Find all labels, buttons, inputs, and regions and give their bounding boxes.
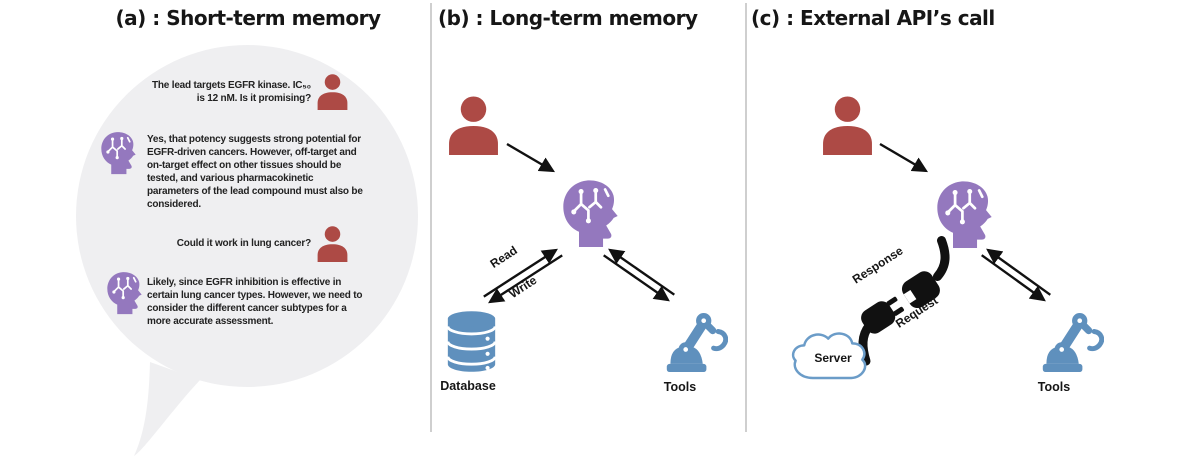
cloud-server-icon: [786, 322, 882, 384]
request-edge-label: Request: [893, 293, 941, 331]
agent-brain-icon: [935, 180, 994, 249]
response-edge-label: Response: [849, 243, 906, 287]
read-edge-label: Read: [487, 243, 520, 271]
panel-b-title: (b) : Long-term memory: [438, 6, 698, 30]
tools-label: Tools: [1037, 380, 1071, 394]
agent-brain-icon: [561, 179, 620, 248]
user-icon: [821, 95, 874, 156]
robot-arm-icon: [1032, 308, 1104, 373]
speech-bubble: [76, 45, 418, 456]
user-icon: [316, 226, 349, 262]
chat-message-agent-1: Yes, that potency suggests strong potent…: [147, 134, 363, 210]
user-icon: [316, 74, 349, 110]
agent-brain-icon: [100, 131, 137, 175]
chat-message-user-1: The lead targets EGFR kinase. IC₅₀ is 12…: [151, 80, 311, 104]
tools-label: Tools: [663, 380, 697, 394]
panel-divider: [745, 3, 747, 432]
database-icon: [445, 309, 498, 374]
chat-message-user-2: Could it work in lung cancer?: [176, 238, 311, 249]
chat-message-agent-2: Likely, since EGFR inhibition is effecti…: [147, 277, 363, 327]
write-edge-label: Write: [506, 273, 540, 301]
user-icon: [447, 95, 500, 156]
robot-arm-icon: [656, 308, 728, 373]
panel-a-title: (a) : Short-term memory: [115, 6, 381, 30]
panel-c-title: (c) : External API’s call: [751, 6, 995, 30]
agent-brain-icon: [106, 271, 143, 315]
database-label: Database: [440, 379, 496, 393]
panel-divider: [430, 3, 432, 432]
server-label: Server: [814, 351, 852, 365]
